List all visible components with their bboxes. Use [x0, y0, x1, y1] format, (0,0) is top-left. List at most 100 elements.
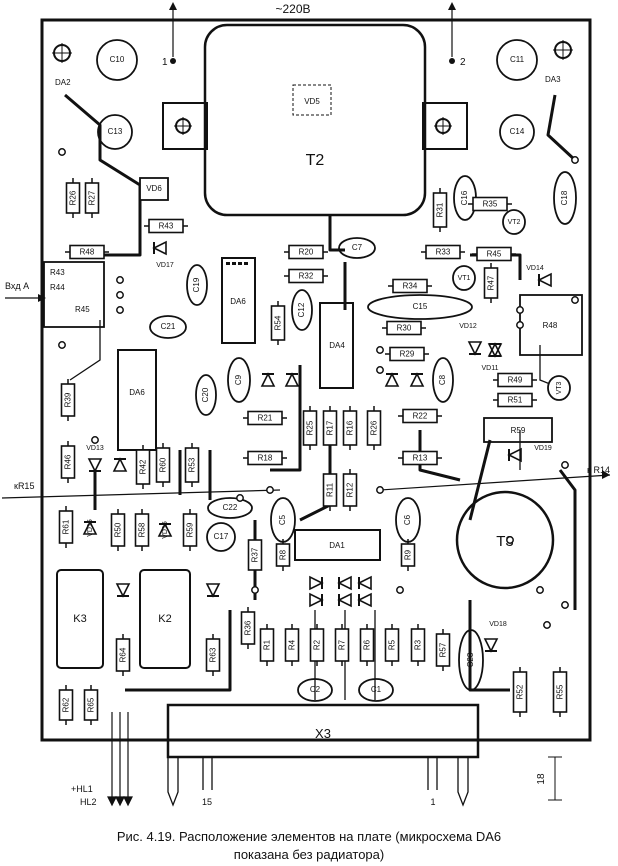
- resistor-r8: [275, 543, 291, 567]
- resistor-r65-label: R65: [87, 697, 96, 712]
- resistor-r20: [288, 244, 324, 260]
- capacitor-c17-label: C17: [214, 532, 229, 541]
- diode-vd12-label: VD12: [459, 323, 477, 330]
- diode-vd15-label: VD15: [87, 519, 94, 537]
- resistor-r60: [155, 447, 171, 483]
- relay-k2: [139, 569, 191, 669]
- capacitor-c2: [297, 678, 333, 702]
- resistor-r57: [435, 633, 451, 667]
- transformer-t2: [203, 23, 427, 217]
- diode-vd17: [152, 240, 167, 256]
- mounting-hole: [52, 43, 72, 63]
- pad-group: [58, 148, 579, 629]
- t2-mounting-tab: [422, 102, 468, 150]
- capacitor-c13-label: C13: [108, 127, 123, 136]
- resistor-r8-label: R8: [279, 549, 288, 560]
- resistor-r63-label: R63: [209, 647, 218, 662]
- hl2-label: HL2: [80, 797, 97, 807]
- resistor-r61: [58, 510, 74, 544]
- resistor-r48: [69, 244, 105, 260]
- resistor-r9: [400, 543, 416, 567]
- ic-da6-upper: [221, 257, 256, 344]
- capacitor-c1: [358, 678, 394, 702]
- resistor-r62: [58, 689, 74, 721]
- solder-pad: [506, 536, 514, 544]
- solder-pad: [376, 486, 384, 494]
- diode-symbol: [337, 575, 352, 591]
- diode-vd13: [87, 458, 103, 473]
- diode-symbol: [357, 592, 372, 608]
- solder-pad: [236, 494, 244, 502]
- mounting-hole: [434, 117, 452, 135]
- resistor-r55-label: R55: [556, 684, 565, 699]
- resistor-r29: [389, 346, 425, 362]
- capacitor-c21: [149, 315, 187, 339]
- resistor-r64: [115, 638, 131, 672]
- resistor-r36: [240, 611, 256, 645]
- solder-pad: [251, 586, 259, 594]
- arrow-up-icon: [169, 2, 177, 10]
- resistor-r12-label: R12: [346, 482, 355, 497]
- resistor-r17-label: R17: [326, 420, 335, 435]
- capacitor-c22-label: C22: [223, 503, 238, 512]
- resistor-r33-label: R33: [436, 248, 451, 257]
- resistor-r44-label: R48: [543, 321, 558, 330]
- transistor-vt1-label: VT1: [458, 275, 471, 282]
- ic-da2-label: DA2: [55, 78, 71, 87]
- kr15-wire: [1, 489, 281, 499]
- capacitor-c11: [496, 39, 538, 81]
- diode-symbol: [309, 575, 324, 591]
- resistor-r16: [342, 410, 358, 446]
- figure-caption-line1: Рис. 4.19. Расположение элементов на пла…: [116, 829, 502, 844]
- resistor-r58: [134, 513, 150, 547]
- resistor-r42: [135, 449, 151, 485]
- kr14-wire: [379, 474, 611, 491]
- resistor-r41-label: R45: [75, 305, 90, 314]
- resistor-r21-label: R21: [258, 414, 273, 423]
- diode-symbol: [260, 372, 276, 387]
- dimension-label: 18: [536, 773, 547, 785]
- capacitor-c21-label: C21: [161, 322, 176, 331]
- resistor-r51: [497, 392, 533, 408]
- kr15-label: кR15: [14, 481, 34, 491]
- resistor-r25-label: R25: [306, 420, 315, 435]
- diode-symbol: [115, 583, 131, 598]
- resistor-r18: [247, 450, 283, 466]
- resistor-r60-label: R60: [159, 457, 168, 472]
- resistor-r11: [322, 473, 338, 507]
- resistor-r1-label: R1: [263, 639, 272, 650]
- capacitor-c15: [367, 294, 473, 320]
- resistor-r55: [552, 671, 568, 713]
- resistor-r52: [512, 671, 528, 713]
- capacitor-c17: [206, 522, 236, 552]
- solder-pad: [116, 291, 124, 299]
- diode-symbol: [487, 342, 503, 357]
- pin2-label: 2: [460, 57, 466, 68]
- resistor-r37-label: R37: [251, 547, 260, 562]
- t2-mounting-tab: [162, 102, 208, 150]
- resistor-r33: [425, 244, 461, 260]
- diode-symbol: [205, 583, 221, 598]
- connector-pins: [167, 757, 469, 807]
- resistor-r6-label: R6: [363, 639, 372, 650]
- diode-vd6: [139, 177, 169, 201]
- figure-caption-line2: показана без радиатора): [233, 847, 385, 862]
- diode-vd13-label: VD13: [86, 445, 104, 452]
- resistor-r62-label: R62: [62, 697, 71, 712]
- relay-k2-label: K2: [158, 613, 171, 625]
- solder-pad: [91, 436, 99, 444]
- diode-vd15: [82, 520, 98, 535]
- resistor-r26: [366, 410, 382, 446]
- resistor-r31-label: R31: [436, 202, 445, 217]
- capacitor-c23: [458, 629, 484, 691]
- capacitor-c9: [227, 357, 251, 403]
- resistor-r4-label: R4: [288, 639, 297, 650]
- resistor-r39: [60, 383, 76, 417]
- resistor-r59-label: R59: [186, 522, 195, 537]
- resistor-r51-label: R51: [508, 396, 523, 405]
- diode-vd12: [467, 341, 483, 356]
- arrow-up-icon: [448, 2, 456, 10]
- transistor-vt2-label: VT2: [508, 219, 521, 226]
- diode-symbol: [309, 592, 324, 608]
